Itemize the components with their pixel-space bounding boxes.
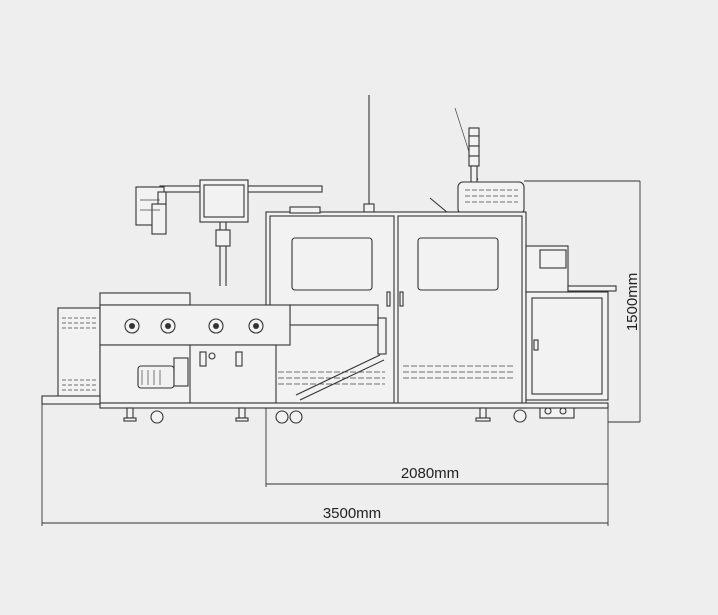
left-door-window: [291, 237, 373, 291]
main-cabinet: [265, 206, 527, 409]
antenna-base: [363, 203, 375, 213]
left-base-unit: [57, 292, 291, 404]
hmi-screen: [199, 179, 249, 286]
height-label: 1500mm: [624, 273, 641, 331]
base-rail-left: [41, 395, 101, 405]
signal-tower-light: [468, 127, 480, 183]
total-width-label: 3500mm: [323, 505, 381, 522]
right-cabinet: [525, 245, 617, 419]
total-width-dimension: [41, 404, 609, 526]
inner-width-label: 2080mm: [401, 465, 459, 482]
left-door-handle: [386, 291, 391, 307]
height-dimension: [524, 180, 641, 423]
right-door-handle: [399, 291, 404, 307]
motor: [137, 351, 243, 389]
cooling-fans: [124, 318, 264, 334]
top-hood: [457, 181, 525, 215]
hood-hinge-arm: [429, 197, 449, 214]
inner-width-dimension: [265, 408, 609, 487]
base-rail: [99, 402, 609, 409]
feet-and-casters: [123, 407, 527, 424]
right-door-window: [417, 237, 499, 291]
